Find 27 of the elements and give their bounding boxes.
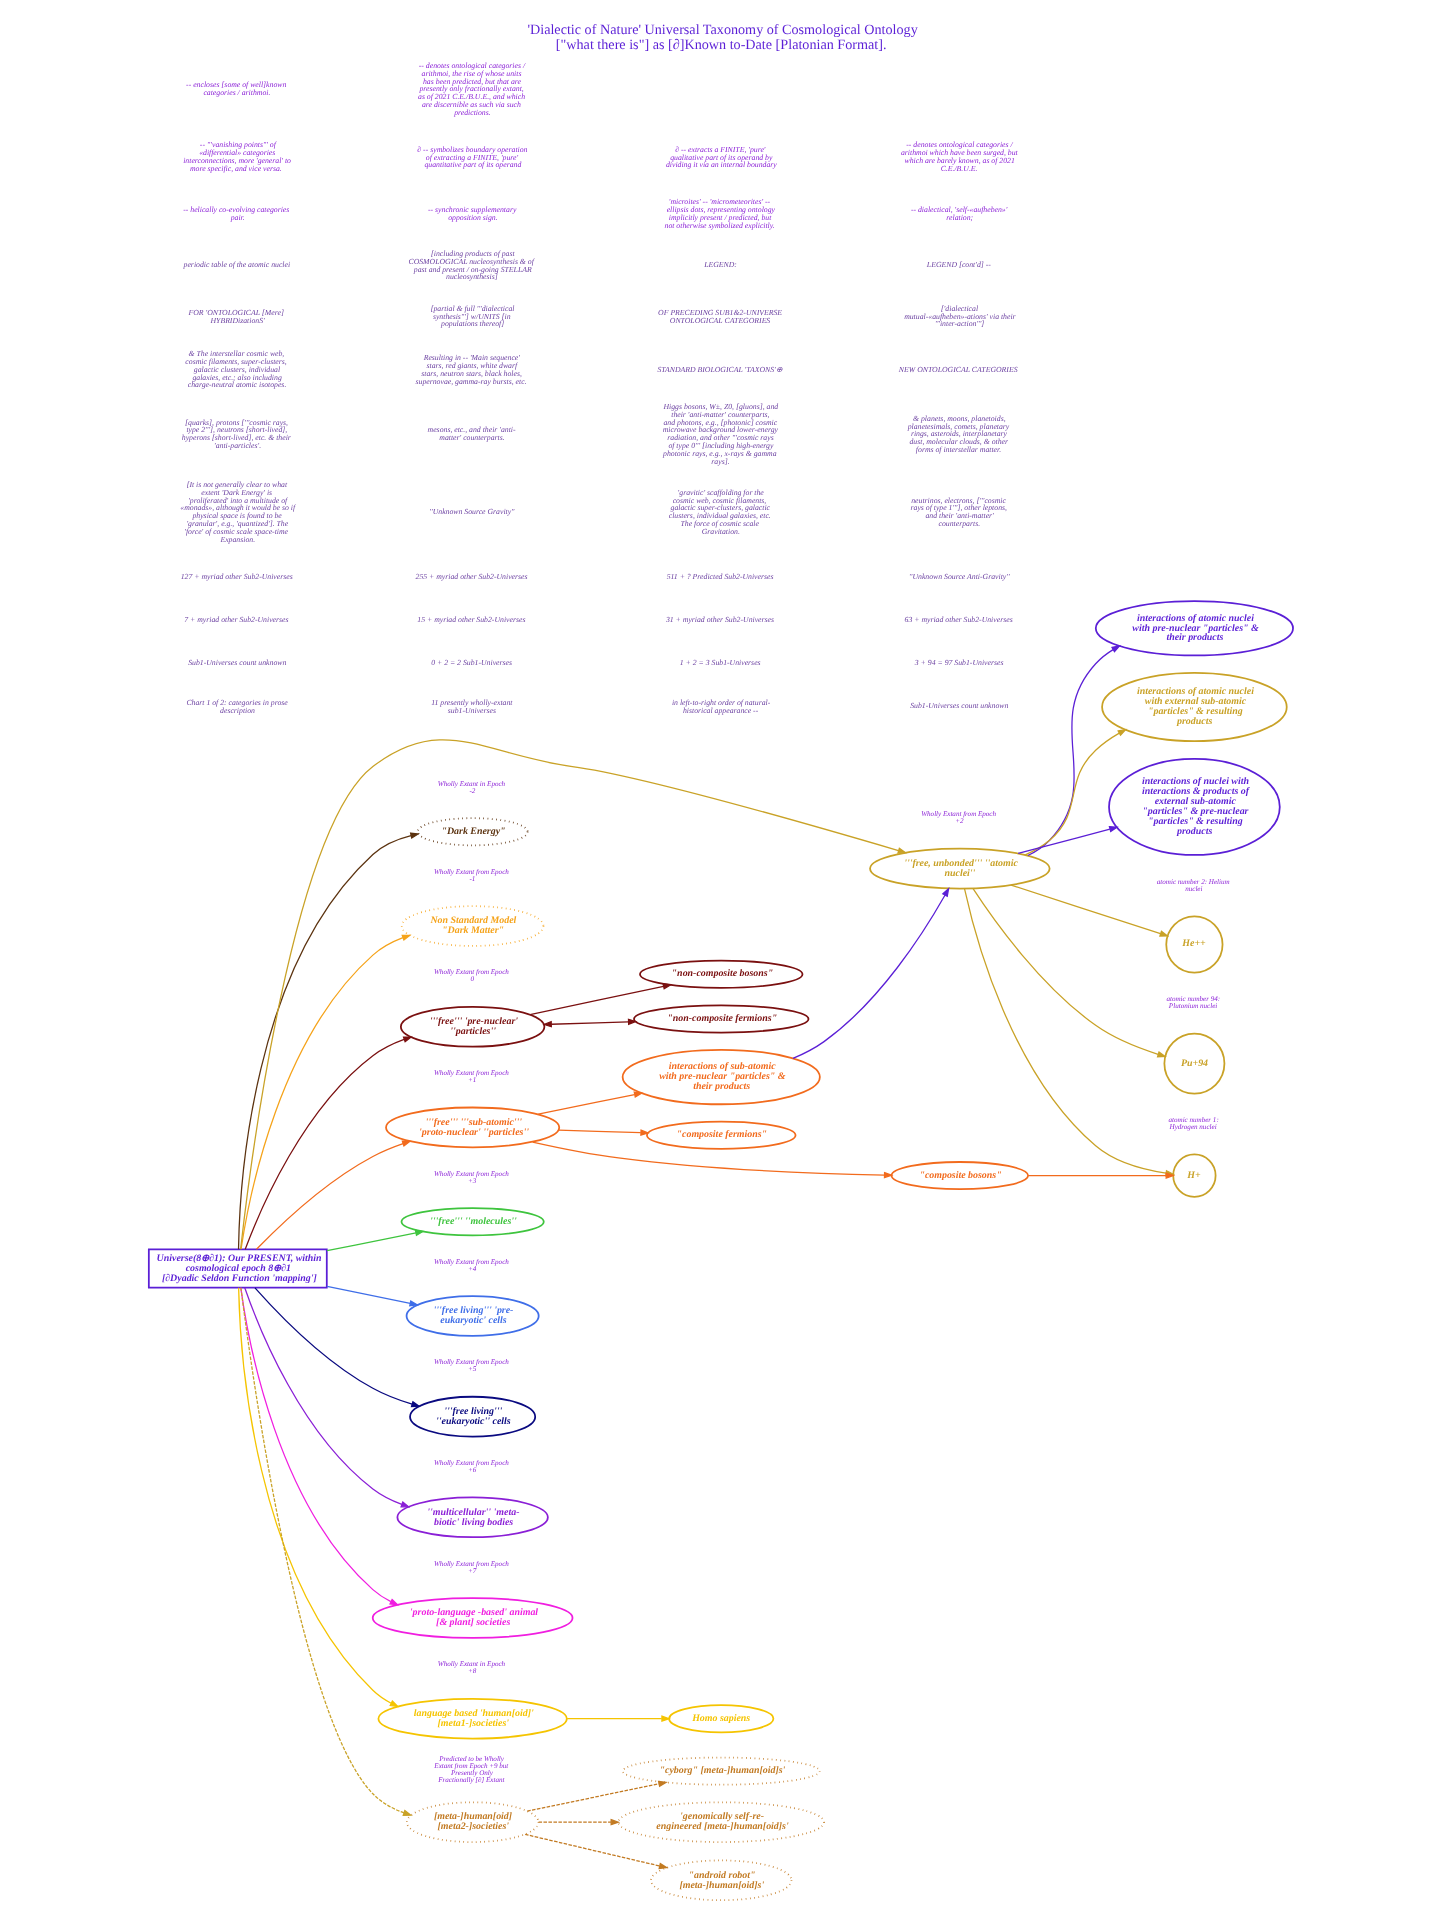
arrow (525, 1780, 667, 1812)
arrow (1026, 1172, 1175, 1179)
arrow (236, 832, 419, 1250)
arrow (239, 1287, 412, 1816)
arrow (1026, 645, 1121, 857)
arrow (325, 1285, 419, 1307)
arrow (971, 888, 1166, 1058)
arrow (254, 1140, 411, 1250)
arrow (253, 1287, 420, 1408)
arrow (528, 983, 672, 1016)
arrow (541, 1018, 637, 1028)
arrow (557, 1129, 649, 1137)
arrow (523, 1833, 668, 1870)
arrow (565, 1715, 670, 1723)
arrow (243, 1036, 412, 1250)
arrow (238, 739, 907, 1250)
arrow (1023, 728, 1127, 856)
arrow (791, 887, 949, 1060)
arrow (1016, 825, 1118, 854)
arrow (1009, 884, 1169, 937)
arrow (536, 1818, 620, 1826)
arrow (243, 1287, 410, 1508)
arrow (325, 1229, 424, 1252)
arrow (239, 934, 411, 1250)
arrow (536, 1091, 643, 1115)
arrow (531, 1141, 893, 1179)
arrow (236, 1287, 399, 1708)
